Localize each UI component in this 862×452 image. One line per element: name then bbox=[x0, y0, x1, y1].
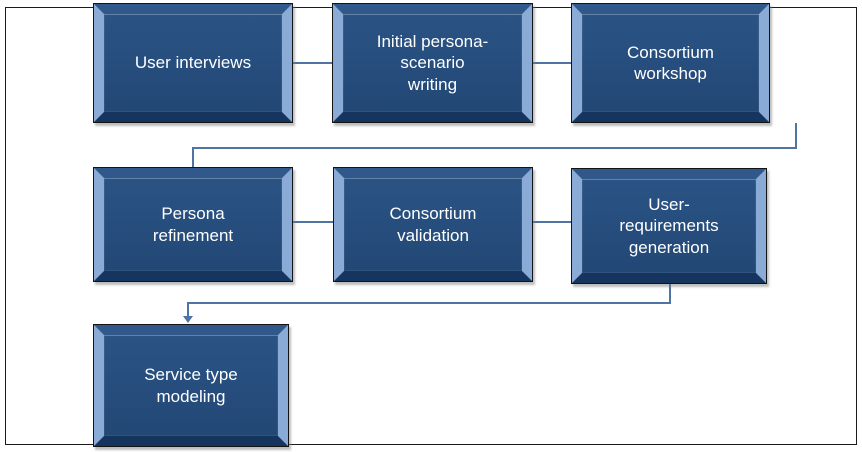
connector-workshop-wrap-vertical bbox=[795, 123, 797, 149]
connector-workshop-wrap-horizontal bbox=[192, 147, 797, 149]
connector-user-requirements-wrap-vertical bbox=[669, 284, 671, 304]
node-service-type-modeling: Service type modeling bbox=[93, 324, 289, 447]
connector-user-interviews-to-initial-persona bbox=[293, 62, 332, 64]
node-label: User- requirements generation bbox=[619, 195, 719, 257]
connector-workshop-wrap-drop bbox=[192, 149, 194, 167]
connector-user-requirements-wrap-drop bbox=[187, 304, 189, 317]
node-label: Service type modeling bbox=[144, 365, 238, 406]
connector-persona-refinement-to-consortium-validation bbox=[293, 221, 333, 223]
node-user-requirements-generation: User- requirements generation bbox=[571, 168, 767, 284]
connector-initial-persona-to-consortium-workshop bbox=[533, 62, 571, 64]
node-label: Initial persona- scenario writing bbox=[376, 32, 489, 94]
node-label: Consortium validation bbox=[389, 204, 477, 245]
node-consortium-validation: Consortium validation bbox=[333, 167, 533, 282]
node-persona-refinement: Persona refinement bbox=[93, 167, 293, 282]
connector-consortium-validation-to-user-requirements bbox=[533, 221, 571, 223]
node-label: Consortium workshop bbox=[627, 42, 714, 83]
node-user-interviews: User interviews bbox=[93, 3, 293, 123]
node-label: Persona refinement bbox=[152, 204, 234, 245]
connector-arrowhead-down-icon bbox=[183, 316, 193, 323]
connector-user-requirements-wrap-horizontal bbox=[187, 302, 671, 304]
node-initial-persona-scenario-writing: Initial persona- scenario writing bbox=[332, 3, 533, 123]
node-consortium-workshop: Consortium workshop bbox=[571, 3, 770, 123]
node-label: User interviews bbox=[134, 53, 252, 73]
